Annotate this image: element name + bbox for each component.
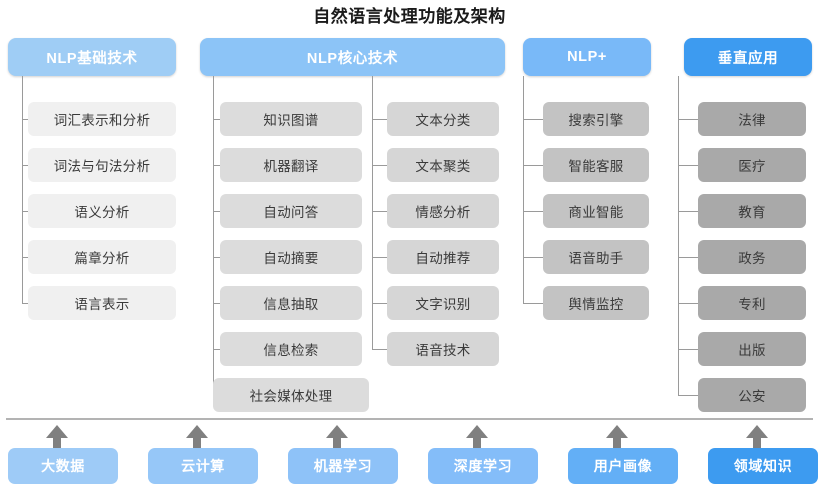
- foundation-item-cloud[interactable]: 云计算: [148, 448, 258, 484]
- item-box[interactable]: 词汇表示和分析: [28, 102, 176, 136]
- connector-stub: [372, 303, 394, 304]
- connector-stub: [523, 165, 545, 166]
- item-box[interactable]: 政务: [698, 240, 806, 274]
- item-box[interactable]: 语音技术: [387, 332, 499, 366]
- item-box[interactable]: 文本聚类: [387, 148, 499, 182]
- connector-stub: [372, 257, 394, 258]
- item-box[interactable]: 文本分类: [387, 102, 499, 136]
- connector-stub: [678, 165, 700, 166]
- connector-stub: [523, 119, 545, 120]
- item-box[interactable]: 公安: [698, 378, 806, 412]
- arrow-up-icon: [466, 425, 488, 453]
- connector-trunk-vertical-app: [678, 76, 679, 395]
- column-header-nlp-plus[interactable]: NLP+: [523, 38, 651, 76]
- connector-trunk-nlp-basic: [22, 76, 23, 303]
- item-box[interactable]: 专利: [698, 286, 806, 320]
- item-box[interactable]: 信息抽取: [220, 286, 362, 320]
- item-box[interactable]: 机器翻译: [220, 148, 362, 182]
- item-box[interactable]: 智能客服: [543, 148, 649, 182]
- item-box[interactable]: 情感分析: [387, 194, 499, 228]
- foundation-divider: [6, 418, 813, 420]
- connector-stub: [678, 395, 700, 396]
- item-box[interactable]: 搜索引擎: [543, 102, 649, 136]
- connector-stub: [523, 211, 545, 212]
- column-header-nlp-basic[interactable]: NLP基础技术: [8, 38, 176, 76]
- foundation-item-dl[interactable]: 深度学习: [428, 448, 538, 484]
- item-box[interactable]: 语音助手: [543, 240, 649, 274]
- connector-stub: [678, 257, 700, 258]
- arrow-up-icon: [186, 425, 208, 453]
- item-box[interactable]: 文字识别: [387, 286, 499, 320]
- connector-trunk-nlp-core-left: [213, 76, 214, 395]
- arrow-up-icon: [606, 425, 628, 453]
- item-box[interactable]: 出版: [698, 332, 806, 366]
- item-box[interactable]: 自动推荐: [387, 240, 499, 274]
- connector-stub: [678, 349, 700, 350]
- item-box[interactable]: 医疗: [698, 148, 806, 182]
- connector-stub: [372, 119, 394, 120]
- foundation-item-domain-knowledge[interactable]: 领域知识: [708, 448, 818, 484]
- connector-stub: [678, 211, 700, 212]
- connector-stub: [678, 303, 700, 304]
- foundation-item-user-profile[interactable]: 用户画像: [568, 448, 678, 484]
- item-box[interactable]: 语义分析: [28, 194, 176, 228]
- item-box[interactable]: 舆情监控: [543, 286, 649, 320]
- column-header-nlp-core[interactable]: NLP核心技术: [200, 38, 505, 76]
- item-box[interactable]: 语言表示: [28, 286, 176, 320]
- connector-stub: [372, 165, 394, 166]
- item-box[interactable]: 词法与句法分析: [28, 148, 176, 182]
- column-header-vertical-app[interactable]: 垂直应用: [684, 38, 812, 76]
- arrow-up-icon: [326, 425, 348, 453]
- connector-trunk-nlp-plus: [523, 76, 524, 303]
- item-box[interactable]: 自动问答: [220, 194, 362, 228]
- connector-trunk-nlp-core-right: [372, 76, 373, 349]
- foundation-item-big-data[interactable]: 大数据: [8, 448, 118, 484]
- item-box[interactable]: 法律: [698, 102, 806, 136]
- page-title: 自然语言处理功能及架构: [313, 7, 506, 26]
- connector-stub: [523, 303, 545, 304]
- item-box[interactable]: 信息检索: [220, 332, 362, 366]
- item-box[interactable]: 篇章分析: [28, 240, 176, 274]
- arrow-up-icon: [46, 425, 68, 453]
- foundation-item-ml[interactable]: 机器学习: [288, 448, 398, 484]
- item-box[interactable]: 商业智能: [543, 194, 649, 228]
- item-box[interactable]: 教育: [698, 194, 806, 228]
- connector-stub: [372, 349, 394, 350]
- connector-stub: [523, 257, 545, 258]
- item-box[interactable]: 社会媒体处理: [213, 378, 369, 412]
- arrow-up-icon: [746, 425, 768, 453]
- item-box[interactable]: 自动摘要: [220, 240, 362, 274]
- connector-stub: [372, 211, 394, 212]
- connector-stub: [678, 119, 700, 120]
- item-box[interactable]: 知识图谱: [220, 102, 362, 136]
